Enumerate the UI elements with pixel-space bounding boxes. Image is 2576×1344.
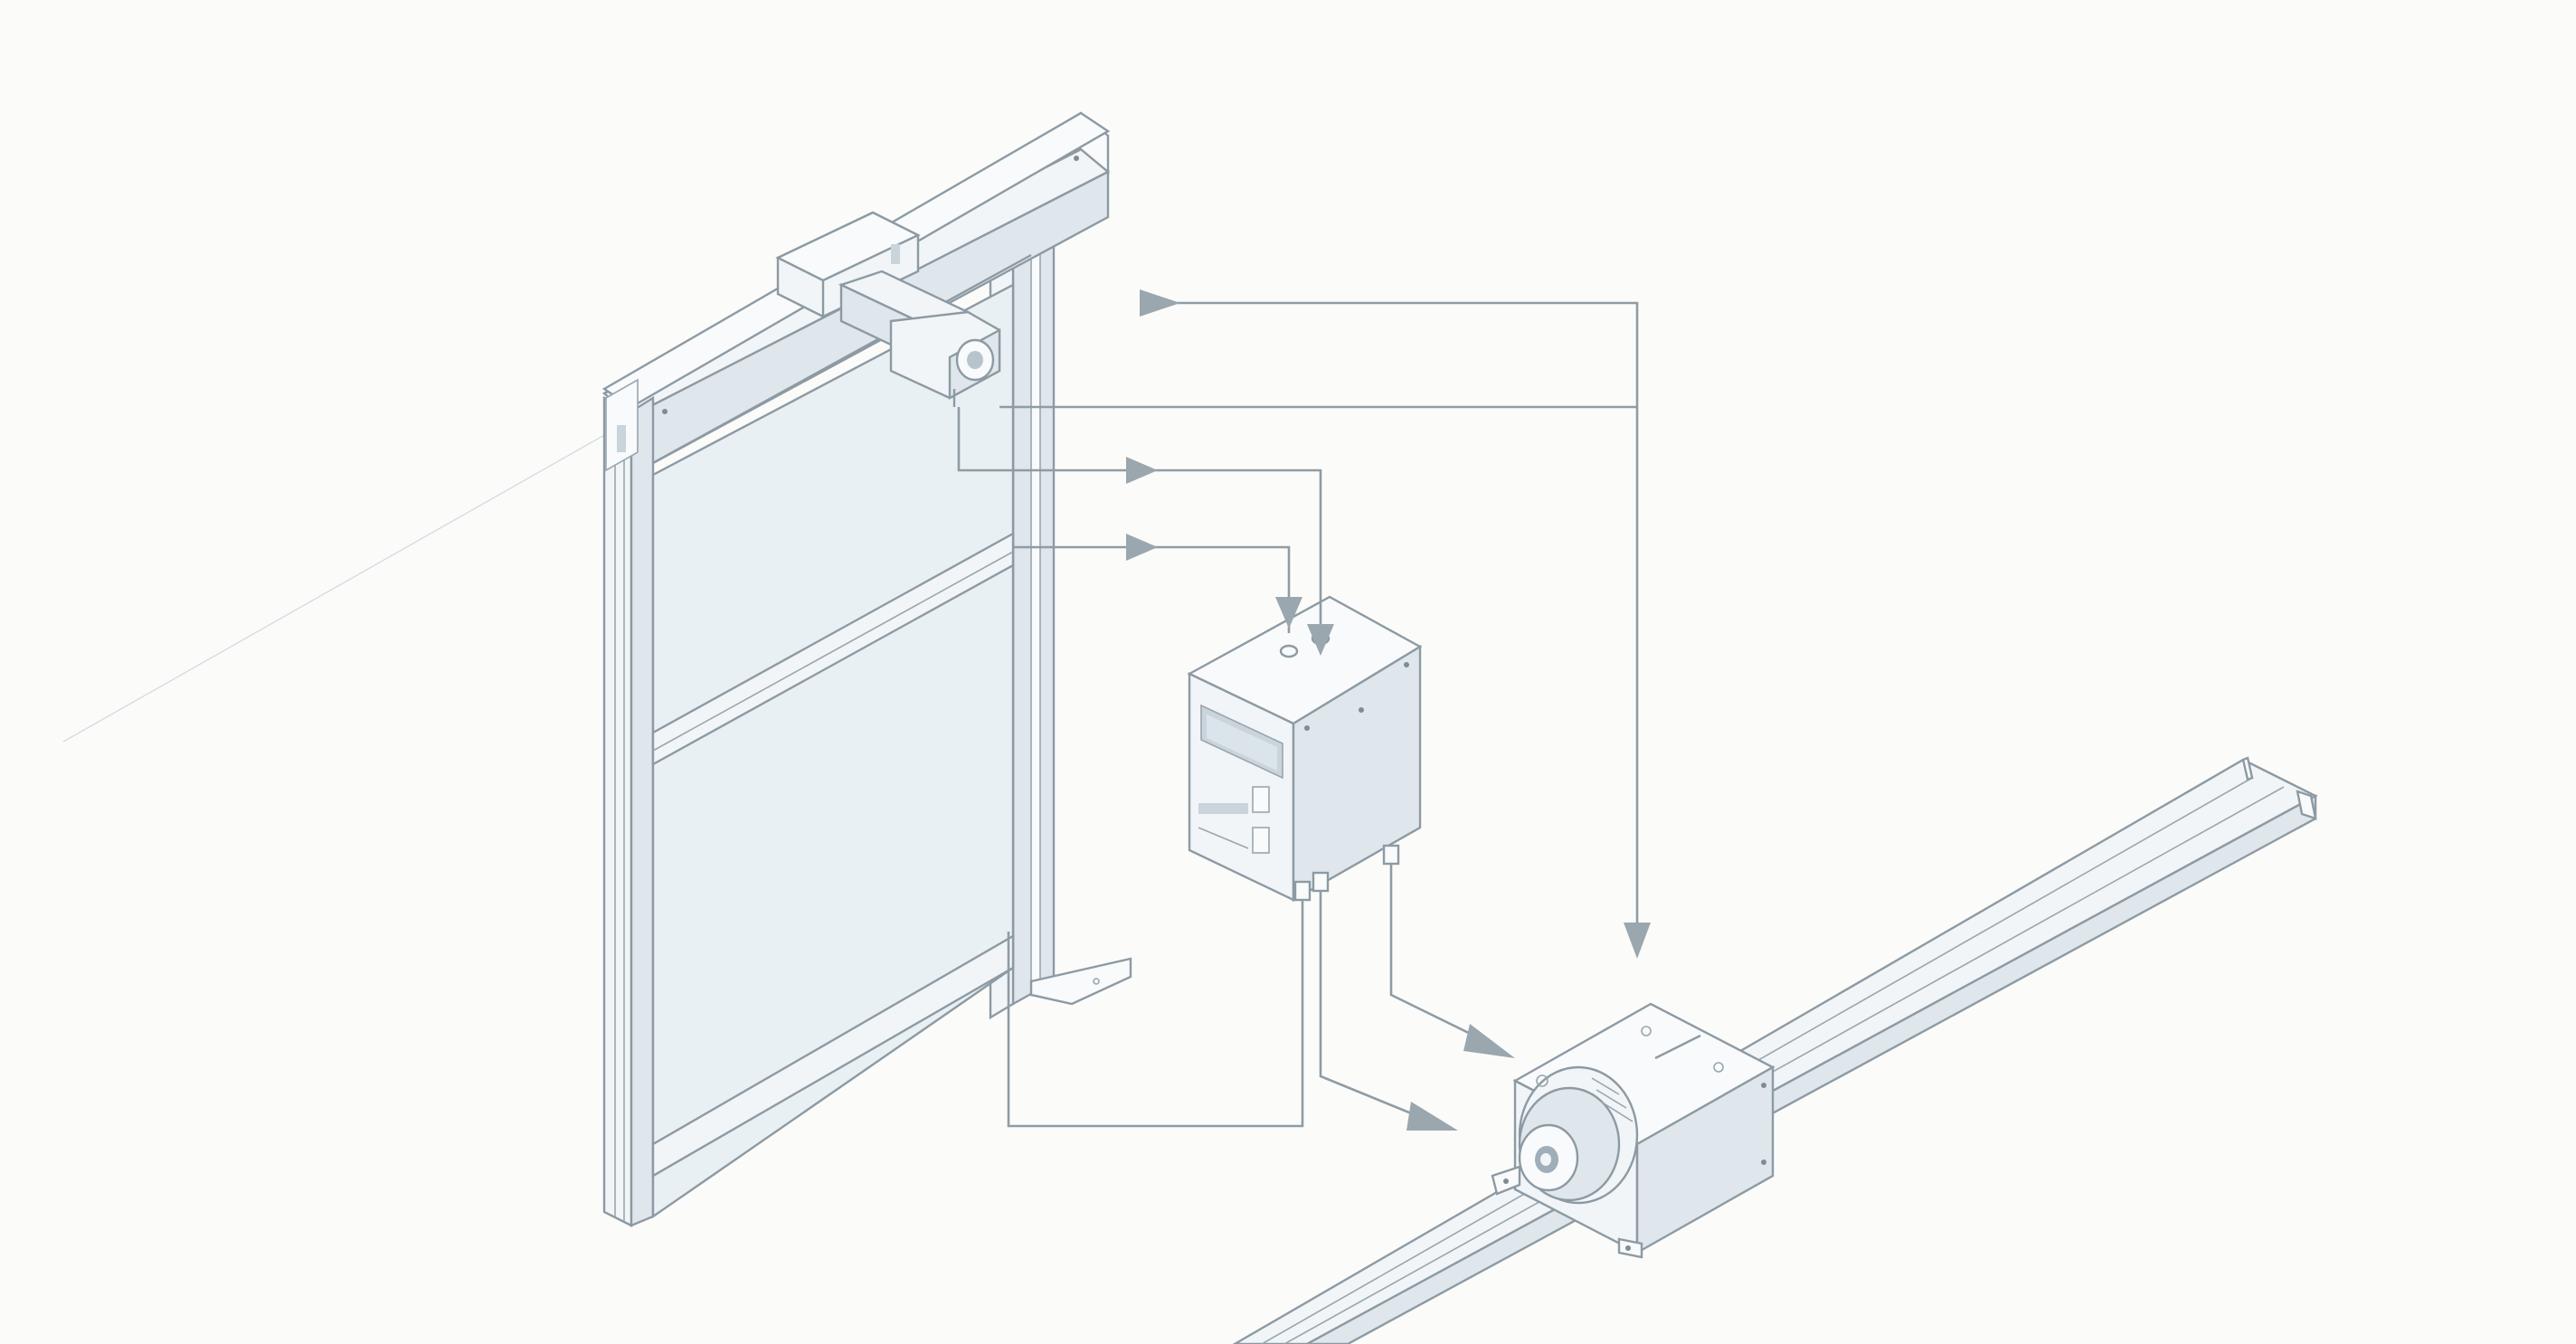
- linear-rail-drive: [1232, 756, 2318, 1344]
- arrow-into-ctrl-a: [1126, 457, 1158, 484]
- perspective-guide-line: [62, 433, 607, 743]
- arrow-door-to-ctrl-b: [1275, 597, 1302, 629]
- arrow-ctrl-to-drive-a: [1463, 1024, 1515, 1058]
- arrow-door-to-ctrl: [1126, 534, 1158, 561]
- camera-sensor: [775, 211, 1001, 407]
- arrow-to-sensor: [1140, 289, 1180, 317]
- control-box: [1187, 595, 1423, 903]
- arrow-to-drive-top: [1624, 923, 1651, 959]
- connection-lines: [957, 289, 1651, 1131]
- arrow-ctrl-to-drive-b: [1406, 1102, 1458, 1131]
- arrow-into-ctrl-b: [1307, 624, 1334, 656]
